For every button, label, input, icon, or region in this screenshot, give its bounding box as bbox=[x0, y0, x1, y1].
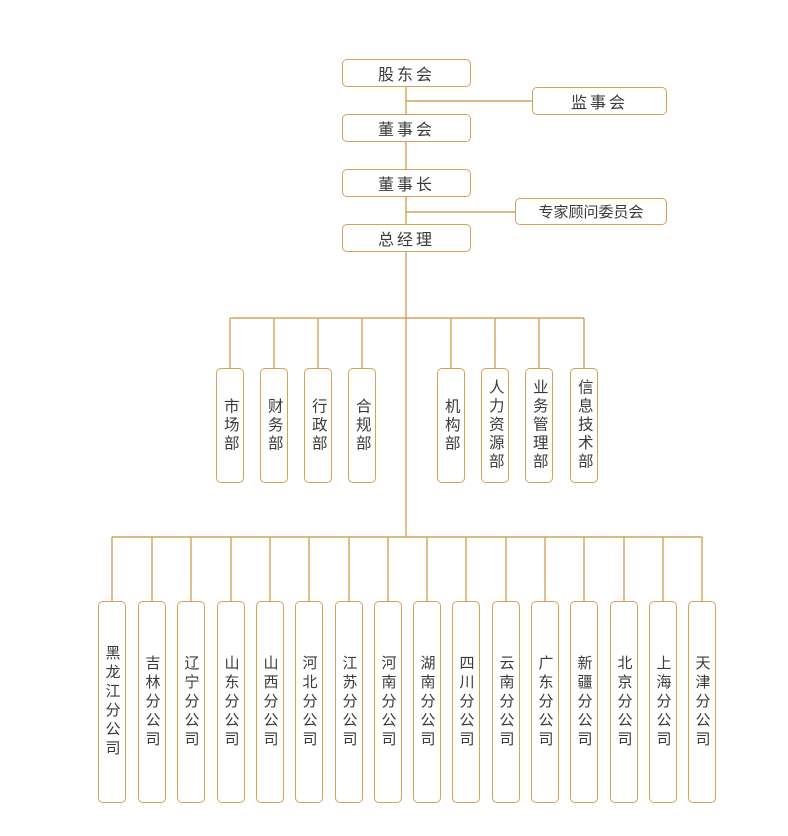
department-label: 财务部 bbox=[265, 397, 284, 454]
department-box[interactable]: 合规部 bbox=[348, 368, 376, 483]
branch-label: 山西分公司 bbox=[261, 654, 280, 750]
branch-box[interactable]: 山东分公司 bbox=[217, 601, 245, 803]
branch-label: 天津分公司 bbox=[693, 654, 712, 750]
branch-label: 广东分公司 bbox=[536, 654, 555, 750]
department-box[interactable]: 机构部 bbox=[437, 368, 465, 483]
branch-label: 河北分公司 bbox=[300, 654, 319, 750]
branch-box[interactable]: 云南分公司 bbox=[492, 601, 520, 803]
branch-label: 四川分公司 bbox=[457, 654, 476, 750]
branch-box[interactable]: 黑龙江分公司 bbox=[98, 601, 126, 803]
department-label: 行政部 bbox=[309, 397, 328, 454]
general-manager-box[interactable]: 总经理 bbox=[342, 224, 471, 252]
branch-box[interactable]: 四川分公司 bbox=[452, 601, 480, 803]
branch-label: 新疆分公司 bbox=[575, 654, 594, 750]
department-label: 机构部 bbox=[442, 397, 461, 454]
branch-box[interactable]: 河南分公司 bbox=[374, 601, 402, 803]
shareholders-box[interactable]: 股东会 bbox=[342, 59, 471, 87]
branch-box[interactable]: 北京分公司 bbox=[610, 601, 638, 803]
department-box[interactable]: 行政部 bbox=[304, 368, 332, 483]
branch-label: 湖南分公司 bbox=[418, 654, 437, 750]
branch-box[interactable]: 天津分公司 bbox=[688, 601, 716, 803]
branch-label: 黑龙江分公司 bbox=[103, 645, 122, 759]
department-box[interactable]: 人力资源部 bbox=[481, 368, 509, 483]
department-label: 人力资源部 bbox=[486, 379, 505, 472]
supervisors-label: 监事会 bbox=[570, 93, 628, 112]
branch-box[interactable]: 新疆分公司 bbox=[570, 601, 598, 803]
supervisors-box[interactable]: 监事会 bbox=[532, 87, 667, 115]
department-label: 市场部 bbox=[221, 397, 240, 454]
chairman-label: 董事长 bbox=[377, 175, 435, 194]
department-label: 业务管理部 bbox=[530, 379, 549, 472]
branch-label: 上海分公司 bbox=[654, 654, 673, 750]
branch-box[interactable]: 辽宁分公司 bbox=[177, 601, 205, 803]
branch-box[interactable]: 山西分公司 bbox=[256, 601, 284, 803]
department-box[interactable]: 信息技术部 bbox=[570, 368, 598, 483]
branch-label: 河南分公司 bbox=[379, 654, 398, 750]
advisory-committee-label: 专家顾问委员会 bbox=[538, 203, 644, 221]
branch-label: 北京分公司 bbox=[615, 654, 634, 750]
branch-label: 云南分公司 bbox=[497, 654, 516, 750]
branch-drops bbox=[111, 537, 703, 601]
branch-box[interactable]: 广东分公司 bbox=[531, 601, 559, 803]
branch-label: 山东分公司 bbox=[222, 654, 241, 750]
advisory-committee-box[interactable]: 专家顾问委员会 bbox=[515, 198, 667, 225]
branch-box[interactable]: 湖南分公司 bbox=[413, 601, 441, 803]
branch-label: 吉林分公司 bbox=[143, 654, 162, 750]
department-box[interactable]: 业务管理部 bbox=[525, 368, 553, 483]
board-label: 董事会 bbox=[377, 120, 435, 139]
general-manager-label: 总经理 bbox=[377, 230, 435, 249]
board-box[interactable]: 董事会 bbox=[342, 114, 471, 142]
department-label: 信息技术部 bbox=[575, 379, 594, 472]
branch-box[interactable]: 吉林分公司 bbox=[138, 601, 166, 803]
branch-box[interactable]: 江苏分公司 bbox=[335, 601, 363, 803]
branch-label: 辽宁分公司 bbox=[182, 654, 201, 750]
department-label: 合规部 bbox=[353, 397, 372, 454]
branch-box[interactable]: 上海分公司 bbox=[649, 601, 677, 803]
department-box[interactable]: 财务部 bbox=[260, 368, 288, 483]
branch-box[interactable]: 河北分公司 bbox=[295, 601, 323, 803]
branch-label: 江苏分公司 bbox=[340, 654, 359, 750]
chairman-box[interactable]: 董事长 bbox=[342, 169, 471, 197]
shareholders-label: 股东会 bbox=[377, 65, 435, 84]
department-box[interactable]: 市场部 bbox=[216, 368, 244, 483]
